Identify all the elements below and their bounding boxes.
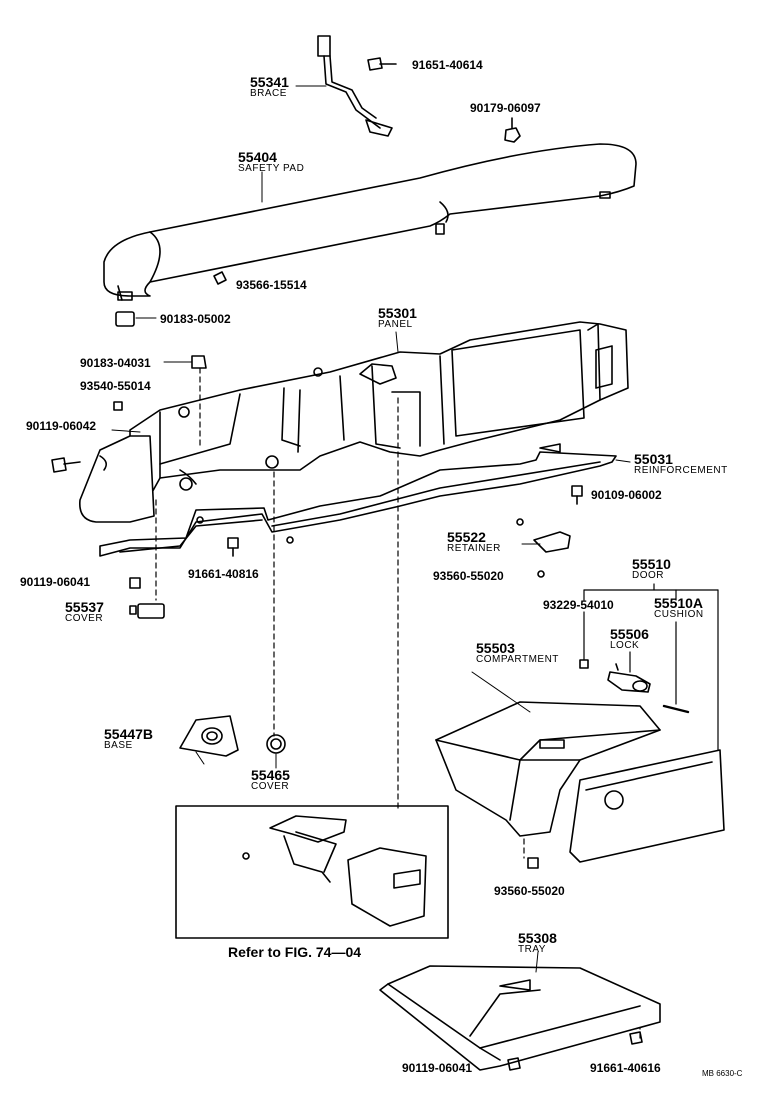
part-number: 55465: [251, 767, 290, 783]
part-number: 55510: [632, 556, 671, 572]
part-name: TRAY: [518, 944, 546, 955]
reference-box-drawing: [242, 815, 427, 927]
callout-91661-40816: 91661-40816: [188, 567, 259, 581]
reinforcement-drawing: [99, 443, 617, 557]
label-55447b: 55447B BASE: [104, 727, 153, 751]
part-name: REINFORCEMENT: [634, 465, 728, 476]
bolt-90109-06002-drawing: [571, 485, 583, 497]
label-55506: 55506 LOCK: [610, 627, 649, 651]
callout-90179-06097: 90179-06097: [470, 101, 541, 115]
brace-drawing: [317, 35, 393, 137]
label-55510: 55510 DOOR: [632, 557, 671, 581]
compartment-drawing: [435, 701, 661, 837]
label-55503: 55503 COMPARTMENT: [476, 641, 559, 665]
tray-drawing: [379, 965, 661, 1071]
label-55031: 55031 REINFORCEMENT: [634, 452, 728, 476]
label-55308: 55308 TRAY: [518, 931, 557, 955]
part-number: 55301: [378, 305, 417, 321]
callout-90183-04031: 90183-04031: [80, 356, 151, 370]
door-drawing: [569, 749, 725, 863]
bolt-91651-40614-drawing: [367, 57, 397, 71]
part-number: 55308: [518, 930, 557, 946]
label-55510a: 55510A CUSHION: [654, 596, 704, 620]
callout-93540-55014: 93540-55014: [80, 379, 151, 393]
part-number: 55031: [634, 451, 673, 467]
part-name: BRACE: [250, 88, 287, 99]
label-55465: 55465 COVER: [251, 768, 290, 792]
callout-90119-06041-tray: 90119-06041: [402, 1061, 473, 1075]
lock-drawing: [607, 663, 651, 693]
callout-91661-40616: 91661-40616: [590, 1061, 661, 1075]
part-name: PANEL: [378, 319, 413, 330]
clip-90183-05002-drawing: [115, 311, 135, 327]
part-number: 55447B: [104, 726, 154, 742]
retainer-drawing: [533, 531, 571, 553]
part-number: 55404: [238, 149, 277, 165]
cover-55465-drawing: [266, 734, 286, 754]
reference-box: [175, 805, 449, 939]
part-name: CUSHION: [654, 609, 704, 620]
door-bracket-lines: [583, 583, 719, 751]
label-55537: 55537 COVER: [65, 600, 104, 624]
callout-90183-05002: 90183-05002: [160, 312, 231, 326]
part-number: 55341: [250, 74, 289, 90]
bolt-90119-06041-drawing: [129, 577, 141, 589]
safety-pad-drawing: [103, 143, 637, 301]
callout-91651-40614: 91651-40614: [412, 58, 483, 72]
panel-drawing: [129, 321, 629, 497]
callout-90109-06002: 90109-06002: [591, 488, 662, 502]
part-name: COVER: [65, 613, 104, 624]
part-number: 55510A: [654, 595, 704, 611]
part-number: 55506: [610, 626, 649, 642]
callout-93566-15514: 93566-15514: [236, 278, 307, 292]
label-55341: 55341 BRACE: [250, 75, 289, 99]
part-number: 55537: [65, 599, 104, 615]
callout-90119-06041: 90119-06041: [20, 575, 91, 589]
part-name: LOCK: [610, 640, 640, 651]
bolt-91661-40816-drawing: [227, 537, 239, 549]
bolt-91661-40616-drawing: [629, 1031, 643, 1045]
callout-93229-54010: 93229-54010: [543, 598, 614, 612]
bolt-90119-06041-tray-drawing: [507, 1057, 521, 1071]
nut-90179-06097-drawing: [504, 127, 521, 143]
part-name: RETAINER: [447, 543, 501, 554]
part-name: DOOR: [632, 570, 664, 581]
part-number: 55503: [476, 640, 515, 656]
screw-93540-55014-drawing: [113, 401, 123, 411]
bolt-90119-06042-drawing: [51, 457, 67, 473]
part-name: BASE: [104, 740, 133, 751]
label-55522: 55522 RETAINER: [447, 530, 501, 554]
label-55404: 55404 SAFETY PAD: [238, 150, 304, 174]
reference-note: Refer to FIG. 74—04: [228, 944, 362, 960]
figure-code: MB 6630-C: [702, 1069, 743, 1078]
part-name: COMPARTMENT: [476, 654, 559, 665]
label-leaders: [111, 85, 631, 973]
part-name: SAFETY PAD: [238, 163, 305, 174]
panel-side-cover-drawing: [79, 435, 155, 523]
callout-93560-55020-lower: 93560-55020: [494, 884, 565, 898]
cushion-drawing: [662, 704, 690, 714]
part-name: COVER: [251, 781, 290, 792]
cover-55537-drawing: [137, 603, 165, 619]
label-55301: 55301 PANEL: [378, 306, 417, 330]
callout-90119-06042: 90119-06042: [26, 419, 97, 433]
part-number: 55522: [447, 529, 486, 545]
callout-93560-55020: 93560-55020: [433, 569, 504, 583]
clip-90183-04031-drawing: [191, 355, 207, 369]
base-55447b-drawing: [179, 715, 239, 757]
